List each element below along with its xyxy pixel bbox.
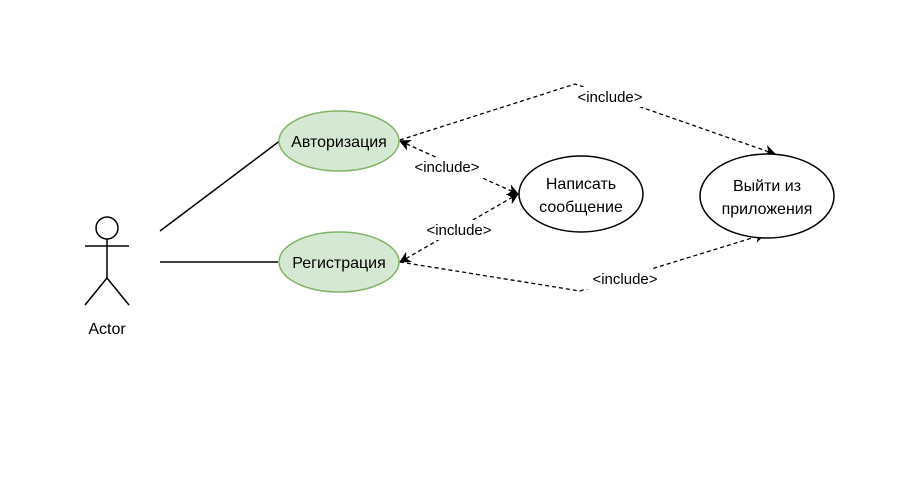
actor-left-leg	[84, 277, 108, 306]
use-case-message-line1: Написать	[546, 176, 616, 193]
edge-label-bg-auth-message	[408, 158, 486, 178]
use-case-exit-line2: приложения	[722, 201, 813, 218]
use-case-message-shape	[518, 155, 644, 233]
edge-label-bg-auth-exit	[570, 87, 650, 107]
actor-right-leg	[106, 277, 130, 306]
edge-label-register-exit: <include>	[592, 271, 657, 288]
edge-label-bg-register-message	[421, 220, 497, 240]
use-case-exit: Выйти из приложения	[699, 153, 835, 239]
include-edge-auth-exit	[399, 83, 777, 157]
actor-head	[95, 216, 119, 240]
include-edge-register-exit	[399, 231, 767, 292]
actor: Actor	[84, 216, 130, 338]
use-case-exit-shape	[699, 153, 835, 239]
use-case-auth-shape	[278, 110, 400, 172]
edge-label-register-message: <include>	[426, 222, 491, 239]
edge-label-auth-message: <include>	[414, 159, 479, 176]
use-case-message-line2: сообщение	[539, 199, 623, 216]
include-edge-register-message	[398, 193, 520, 263]
use-case-register-label: Регистрация	[292, 255, 386, 272]
use-case-auth-label: Авторизация	[291, 134, 387, 151]
use-case-message: Написать сообщение	[518, 155, 644, 233]
use-case-auth: Авторизация	[278, 110, 400, 172]
actor-label: Actor	[88, 321, 126, 338]
use-case-register: Регистрация	[278, 231, 400, 293]
use-case-register-shape	[278, 231, 400, 293]
edge-label-bg-register-exit	[585, 269, 665, 289]
edge-label-auth-exit: <include>	[577, 89, 642, 106]
association-actor-auth	[159, 139, 282, 232]
use-case-exit-line1: Выйти из	[733, 178, 801, 195]
